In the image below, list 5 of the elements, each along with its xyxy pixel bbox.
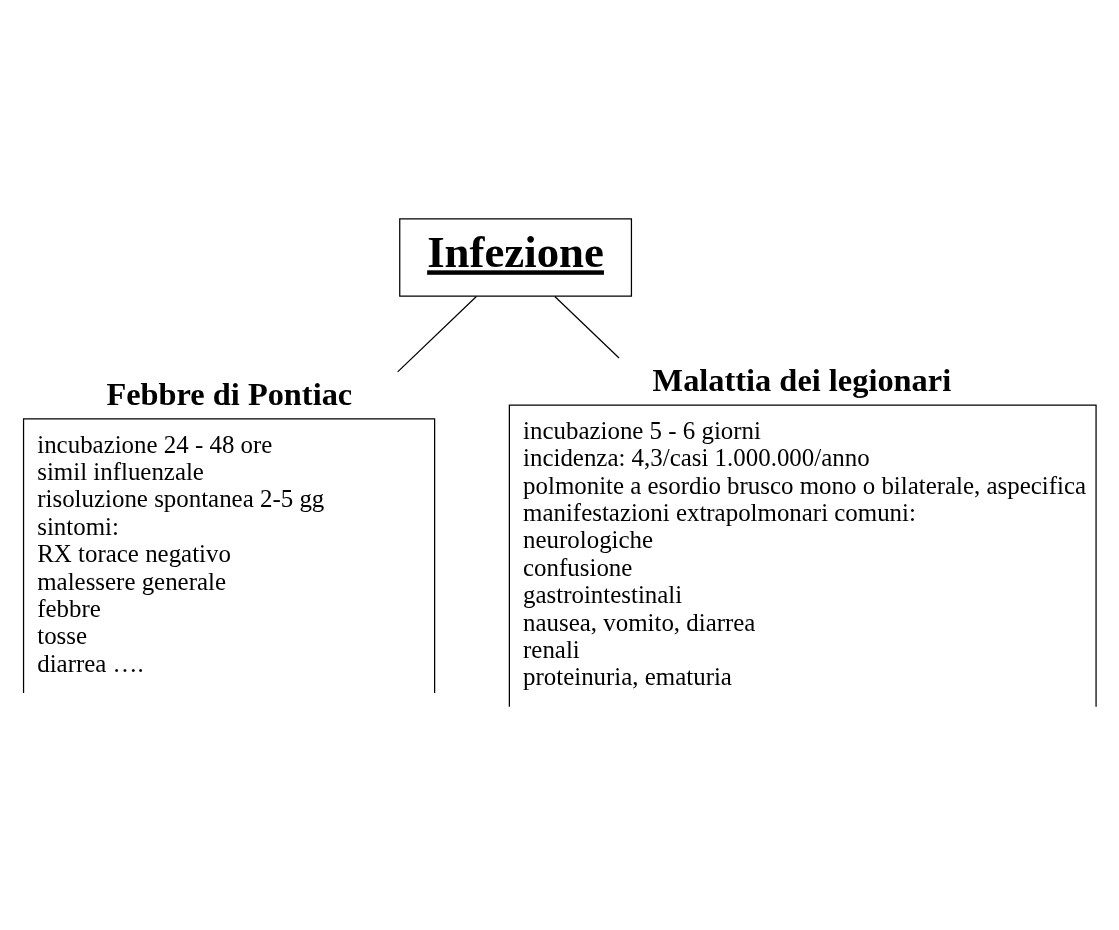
node-box: Infezione bbox=[399, 218, 633, 297]
connector bbox=[554, 295, 620, 359]
node-text: Malattia dei legionari incubazione 5 - 6 giorni incidenza: 4,3/casi 1.000.000/anno polmonite a esordio brusco mono o bilaterale, aspecifica manifestazioni extrapolmonari comuni: neurologiche confusione gastrointestinali nausea, vomito, diarrea renali proteinuria, ematuria bbox=[523, 362, 1087, 691]
node-text: Febbre di Pontiac incubazione 24 - 48 ore simil influenzale risoluzione spontanea 2-5 gg sintomi: RX torace negativo malessere generale febbre tosse diarrea …. bbox=[37, 375, 353, 677]
connector bbox=[397, 295, 477, 373]
